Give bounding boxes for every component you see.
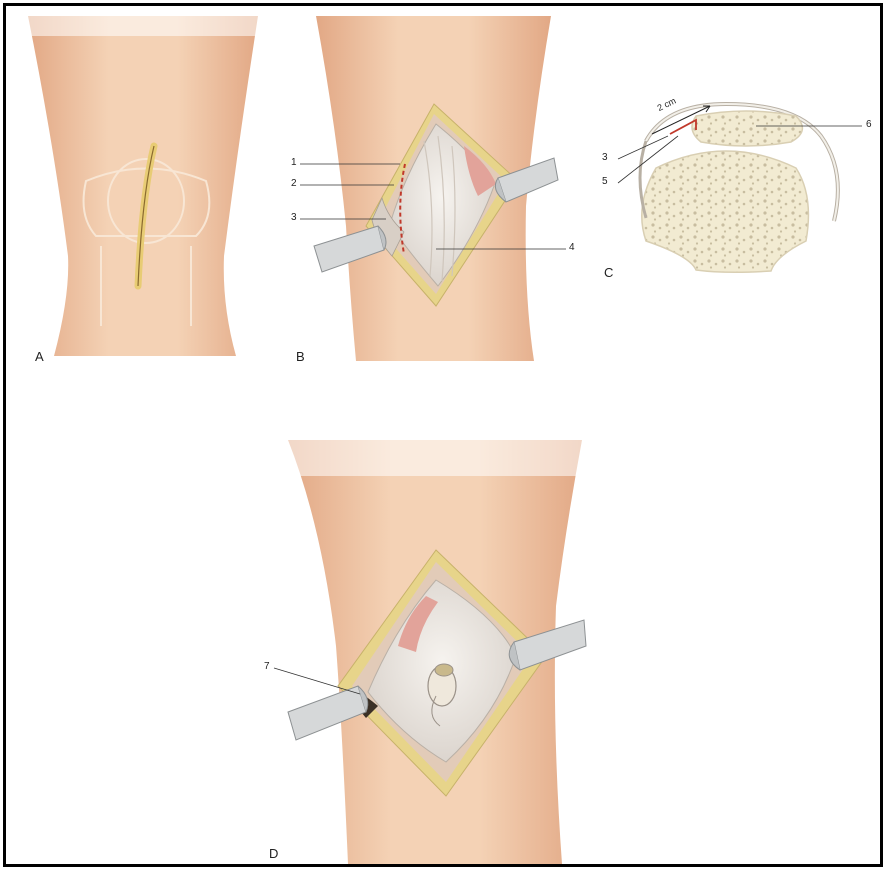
panel-b-letter: B (296, 349, 305, 364)
panel-a-letter: A (35, 349, 44, 364)
panel-c-label-3: 3 (602, 152, 608, 163)
panel-b-label-3: 3 (291, 212, 297, 223)
panel-d-illustration (274, 440, 586, 864)
panel-d-letter: D (269, 846, 278, 861)
panel-c-illustration (618, 104, 862, 272)
panel-c-label-5: 5 (602, 176, 608, 187)
figure-frame: A B C D 1 2 3 4 3 5 6 2 cm 7 (3, 3, 883, 867)
panel-b-label-1: 1 (291, 157, 297, 168)
panel-c-label-6: 6 (866, 119, 872, 130)
panel-c-letter: C (604, 265, 613, 280)
patella (692, 111, 802, 146)
illustration-canvas (6, 6, 883, 867)
panel-a-illustration (28, 16, 258, 356)
panel-b-label-2: 2 (291, 178, 297, 189)
panel-b-illustration (300, 16, 566, 361)
panel-d-label-7: 7 (264, 661, 270, 672)
panel-b-label-4: 4 (569, 242, 575, 253)
